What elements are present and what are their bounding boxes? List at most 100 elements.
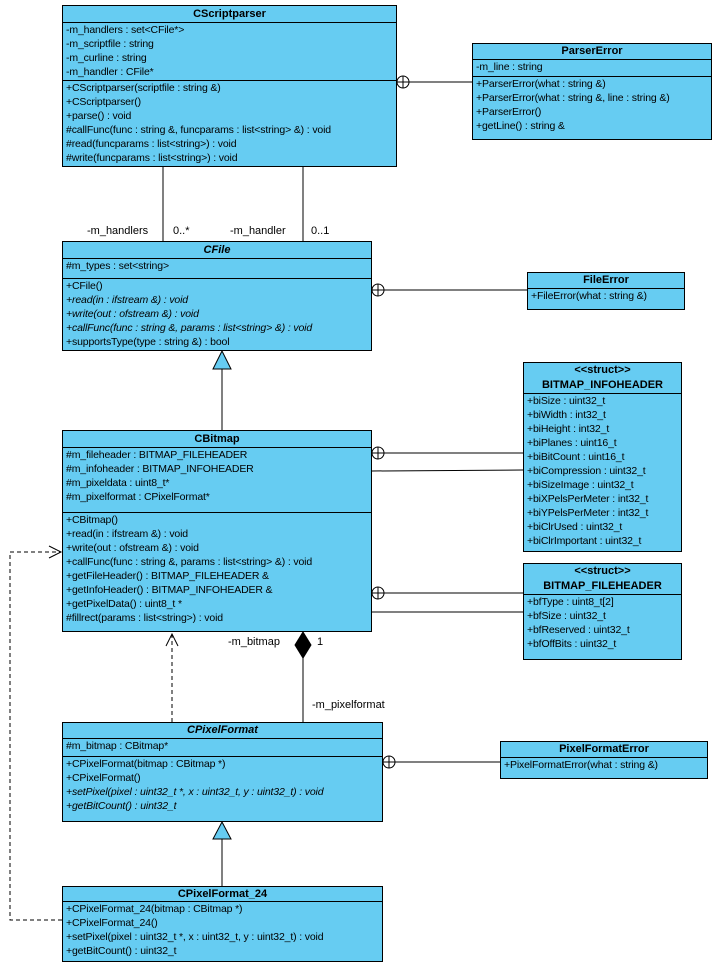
role-label-m-bitmap: -m_bitmap xyxy=(228,636,280,648)
member-row: -m_handler : CFile* xyxy=(66,66,154,78)
member-row: +biClrImportant : uint32_t xyxy=(527,535,642,547)
member-row: +biSize : uint32_t xyxy=(527,395,606,407)
attributes-compartment: +bfType : uint8_t[2]+bfSize : uint32_t+b… xyxy=(524,595,681,651)
containment-cscriptparser-parsererror[interactable] xyxy=(396,75,472,89)
role-label-m-handler: -m_handler xyxy=(230,225,286,237)
member-row: #write(funcparams : list<string>) : void xyxy=(66,152,238,164)
methods-compartment: +CPixelFormat(bitmap : CBitmap *)+CPixel… xyxy=(63,757,382,813)
member-row: +ParserError() xyxy=(476,106,542,118)
methods-compartment: +PixelFormatError(what : string &) xyxy=(501,758,707,772)
member-row: +biPlanes : uint16_t xyxy=(527,437,617,449)
member-row: -m_curline : string xyxy=(66,52,147,64)
class-box-bitmap-infoheader[interactable]: <<struct>> BITMAP_INFOHEADER +biSize : u… xyxy=(523,362,682,552)
class-stereotype: <<struct>> xyxy=(574,565,631,577)
class-box-fileerror[interactable]: FileError +FileError(what : string &) xyxy=(527,272,685,310)
class-header: CPixelFormat_24 xyxy=(63,887,382,902)
class-name: CPixelFormat_24 xyxy=(177,888,268,900)
member-row: +write(out : ofstream &) : void xyxy=(66,308,199,320)
methods-compartment: +CPixelFormat_24(bitmap : CBitmap *)+CPi… xyxy=(63,902,382,958)
role-label-m-pixelformat: -m_pixelformat xyxy=(312,699,385,711)
containment-cpixelformat-pixelformaterror[interactable] xyxy=(382,755,500,769)
class-box-bitmap-fileheader[interactable]: <<struct>> BITMAP_FILEHEADER +bfType : u… xyxy=(523,563,682,660)
member-row: #m_pixelformat : CPixelFormat* xyxy=(66,491,210,503)
class-box-cscriptparser[interactable]: CScriptparser -m_handlers : set<CFile*>-… xyxy=(62,5,397,167)
class-box-cpixelformat24[interactable]: CPixelFormat_24 +CPixelFormat_24(bitmap … xyxy=(62,886,383,962)
class-name: BITMAP_INFOHEADER xyxy=(541,379,663,391)
member-row: -m_scriptfile : string xyxy=(66,38,154,50)
class-name: ParserError xyxy=(561,45,623,57)
member-row: #m_pixeldata : uint8_t* xyxy=(66,477,170,489)
dependency-cpixelformat-cbitmap[interactable] xyxy=(165,632,179,722)
generalization-cbitmap-cfile[interactable] xyxy=(212,349,232,430)
member-row: #callFunc(func : string &, funcparams : … xyxy=(66,124,331,136)
association-cbitmap-infoheader[interactable] xyxy=(371,469,524,472)
methods-compartment: +CBitmap()+read(in : ifstream &) : void+… xyxy=(63,513,371,625)
class-box-cfile[interactable]: CFile #m_types : set<string> +CFile()+re… xyxy=(62,241,372,351)
member-row: +biSizeImage : uint32_t xyxy=(527,479,634,491)
attributes-compartment: #m_fileheader : BITMAP_FILEHEADER #m_info… xyxy=(63,448,371,513)
class-name: CPixelFormat xyxy=(187,724,258,736)
member-row: +callFunc(func : string &, params : list… xyxy=(66,556,313,568)
methods-compartment: +FileError(what : string &) xyxy=(528,289,684,303)
class-header: CScriptparser xyxy=(63,6,396,23)
attributes-compartment: -m_handlers : set<CFile*> -m_scriptfile :… xyxy=(63,23,396,81)
member-row: +bfType : uint8_t[2] xyxy=(527,596,614,608)
member-row: #m_infoheader : BITMAP_INFOHEADER xyxy=(66,463,254,475)
class-box-parsererror[interactable]: ParserError -m_line : string +ParserErro… xyxy=(472,43,712,140)
member-row: +read(in : ifstream &) : void xyxy=(66,294,188,306)
class-header: <<struct>> BITMAP_INFOHEADER xyxy=(524,363,681,394)
class-box-cpixelformat[interactable]: CPixelFormat #m_bitmap : CBitmap* +CPixe… xyxy=(62,722,383,822)
member-row: #m_bitmap : CBitmap* xyxy=(66,740,169,752)
attributes-compartment: -m_line : string xyxy=(473,60,711,77)
class-header: FileError xyxy=(528,273,684,289)
member-row: +getBitCount() : uint32_t xyxy=(66,945,177,957)
member-row: +setPixel(pixel : uint32_t *, x : uint32… xyxy=(66,931,324,943)
member-row: +biXPelsPerMeter : int32_t xyxy=(527,493,649,505)
member-row: +getBitCount() : uint32_t xyxy=(66,800,177,812)
member-row: +biWidth : int32_t xyxy=(527,409,606,421)
role-label-m-handlers: -m_handlers xyxy=(87,225,149,237)
member-row: #fillrect(params : list<string>) : void xyxy=(66,612,223,624)
containment-cbitmap-fileheader[interactable] xyxy=(371,586,523,600)
class-name: CFile xyxy=(203,244,231,256)
member-row: -m_handlers : set<CFile*> xyxy=(66,24,185,36)
member-row: +setPixel(pixel : uint32_t *, x : uint32… xyxy=(66,786,324,798)
class-stereotype: <<struct>> xyxy=(574,364,631,376)
class-header: CPixelFormat xyxy=(63,723,382,739)
class-header: <<struct>> BITMAP_FILEHEADER xyxy=(524,564,681,595)
composition-cbitmap-cpixelformat[interactable] xyxy=(294,631,312,722)
attributes-compartment: #m_types : set<string> xyxy=(63,259,371,279)
member-row: +CPixelFormat_24() xyxy=(66,917,158,929)
containment-cbitmap-infoheader[interactable] xyxy=(371,446,523,460)
class-box-pixelformaterror[interactable]: PixelFormatError +PixelFormatError(what … xyxy=(500,741,708,779)
member-row: +getLine() : string & xyxy=(476,120,565,132)
member-row: +biBitCount : uint16_t xyxy=(527,451,625,463)
member-row: +read(in : ifstream &) : void xyxy=(66,528,188,540)
member-row: +biCompression : uint32_t xyxy=(527,465,646,477)
member-row: +biHeight : int32_t xyxy=(527,423,610,435)
member-row: +ParserError(what : string &) xyxy=(476,78,606,90)
containment-cfile-fileerror[interactable] xyxy=(371,283,527,297)
member-row: +ParserError(what : string &, line : str… xyxy=(476,92,670,104)
member-row: +CScriptparser() xyxy=(66,96,141,108)
class-name: BITMAP_FILEHEADER xyxy=(543,580,662,592)
class-header: CBitmap xyxy=(63,431,371,448)
class-box-cbitmap[interactable]: CBitmap #m_fileheader : BITMAP_FILEHEADE… xyxy=(62,430,372,632)
member-row: +parse() : void xyxy=(66,110,132,122)
member-row: +getPixelData() : uint8_t * xyxy=(66,598,182,610)
class-name: PixelFormatError xyxy=(559,743,649,755)
member-row: +callFunc(func : string &, params : list… xyxy=(66,322,313,334)
methods-compartment: +CFile()+read(in : ifstream &) : void+wr… xyxy=(63,279,371,349)
dependency-cpixelformat24-cbitmap[interactable] xyxy=(9,545,63,921)
member-row: #m_fileheader : BITMAP_FILEHEADER xyxy=(66,449,248,461)
class-name: FileError xyxy=(583,274,629,286)
member-row: +CPixelFormat() xyxy=(66,772,141,784)
member-row: #read(funcparams : list<string>) : void xyxy=(66,138,237,150)
member-row: +biClrUsed : uint32_t xyxy=(527,521,623,533)
class-name: CScriptparser xyxy=(193,8,266,20)
member-row: +write(out : ofstream &) : void xyxy=(66,542,199,554)
generalization-cpixelformat24-cpixelformat[interactable] xyxy=(212,820,232,886)
class-header: CFile xyxy=(63,242,371,259)
